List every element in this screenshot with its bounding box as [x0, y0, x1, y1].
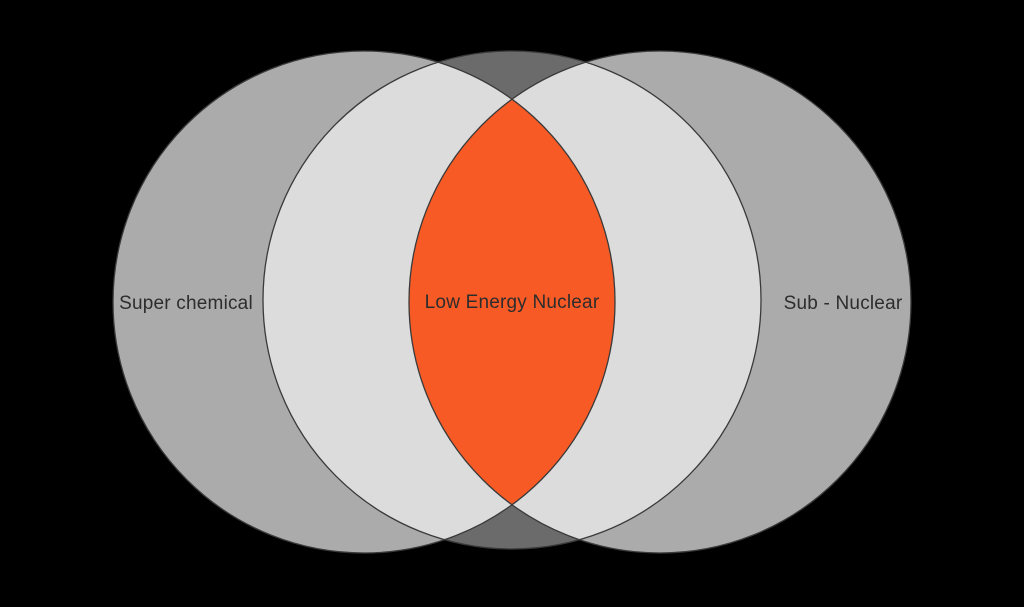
left-circle-outline [112, 50, 616, 554]
right-circle-outline [408, 50, 912, 554]
center-overlap-region [409, 51, 615, 553]
left-circle-label: Super chemical [119, 293, 253, 314]
right-circle-label: Sub - Nuclear [784, 293, 903, 314]
overlap-label: Low Energy Nuclear [425, 292, 600, 313]
middle-circle-outline [262, 50, 762, 550]
